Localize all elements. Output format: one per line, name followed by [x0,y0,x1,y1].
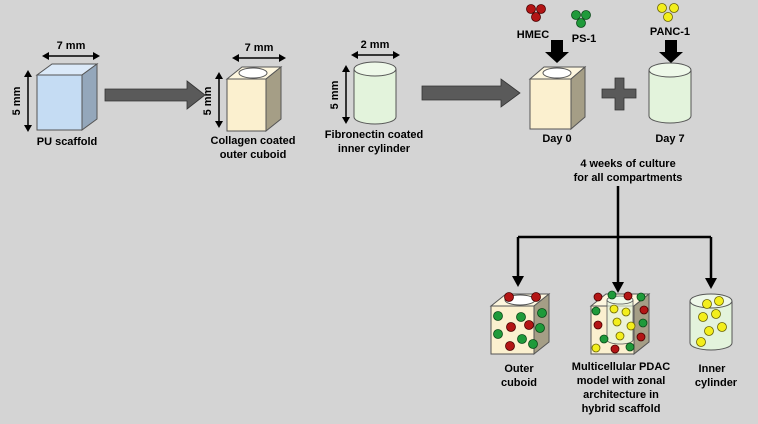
outer-label-line2: cuboid [501,377,537,389]
collagen-height-label: 5 mm [202,86,214,115]
panc1-cells [657,3,679,22]
fibronectin-label-line1: Fibronectin coated [325,129,423,141]
outer-cuboid-cells [493,292,547,351]
ps1-cells [571,10,591,28]
fibronectin-label-line2: inner cylinder [338,143,411,155]
outer-label-line1: Outer [504,363,534,375]
pu-scaffold-cube [35,63,99,131]
collagen-label-line1: Collagen coated [211,135,296,147]
day7-label: Day 7 [655,133,684,145]
day7-cylinder [648,62,692,124]
process-arrow-2 [421,78,521,108]
process-arrow-1 [104,80,206,110]
pu-width-arrow [42,52,100,60]
seed-arrow-day0 [545,40,569,63]
culture-line2: for all compartments [574,172,683,184]
branch-arrows [516,186,713,282]
fibronectin-width-arrow [351,51,400,59]
collagen-width-label: 7 mm [245,42,274,54]
pu-height-arrow [24,70,32,132]
pu-scaffold-label: PU scaffold [37,136,98,148]
hybrid-label-line3: architecture in [583,389,659,401]
collagen-width-arrow [232,54,286,62]
pu-width-label: 7 mm [57,40,86,52]
hybrid-scaffold-cells [591,290,649,354]
inner-label-line1: Inner [699,363,727,375]
day0-label: Day 0 [542,133,571,145]
collagen-cuboid [225,65,283,133]
hybrid-label-line4: hybrid scaffold [582,403,661,415]
hybrid-label-line2: model with zonal [577,375,666,387]
hmec-cells [526,4,546,22]
collagen-label-line2: outer cuboid [220,149,287,161]
fibronectin-cylinder [353,61,397,125]
fibronectin-width-label: 2 mm [361,39,390,51]
pu-height-label: 5 mm [11,86,23,115]
collagen-height-arrow [215,72,223,128]
panc1-label: PANC-1 [650,26,690,38]
fibronectin-height-arrow [342,65,350,124]
culture-line1: 4 weeks of culture [580,158,675,170]
hybrid-label-line1: Multicellular PDAC [572,361,670,373]
hmec-label: HMEC [517,29,549,41]
inner-label-line2: cylinder [695,377,738,389]
fibronectin-height-label: 5 mm [329,80,341,109]
ps1-label: PS-1 [572,33,596,45]
seed-arrow-day7 [659,40,683,63]
day0-cuboid [528,65,587,131]
branch-arrowheads [512,276,717,293]
plus-icon [601,77,637,111]
inner-cylinder-cells [696,296,727,347]
